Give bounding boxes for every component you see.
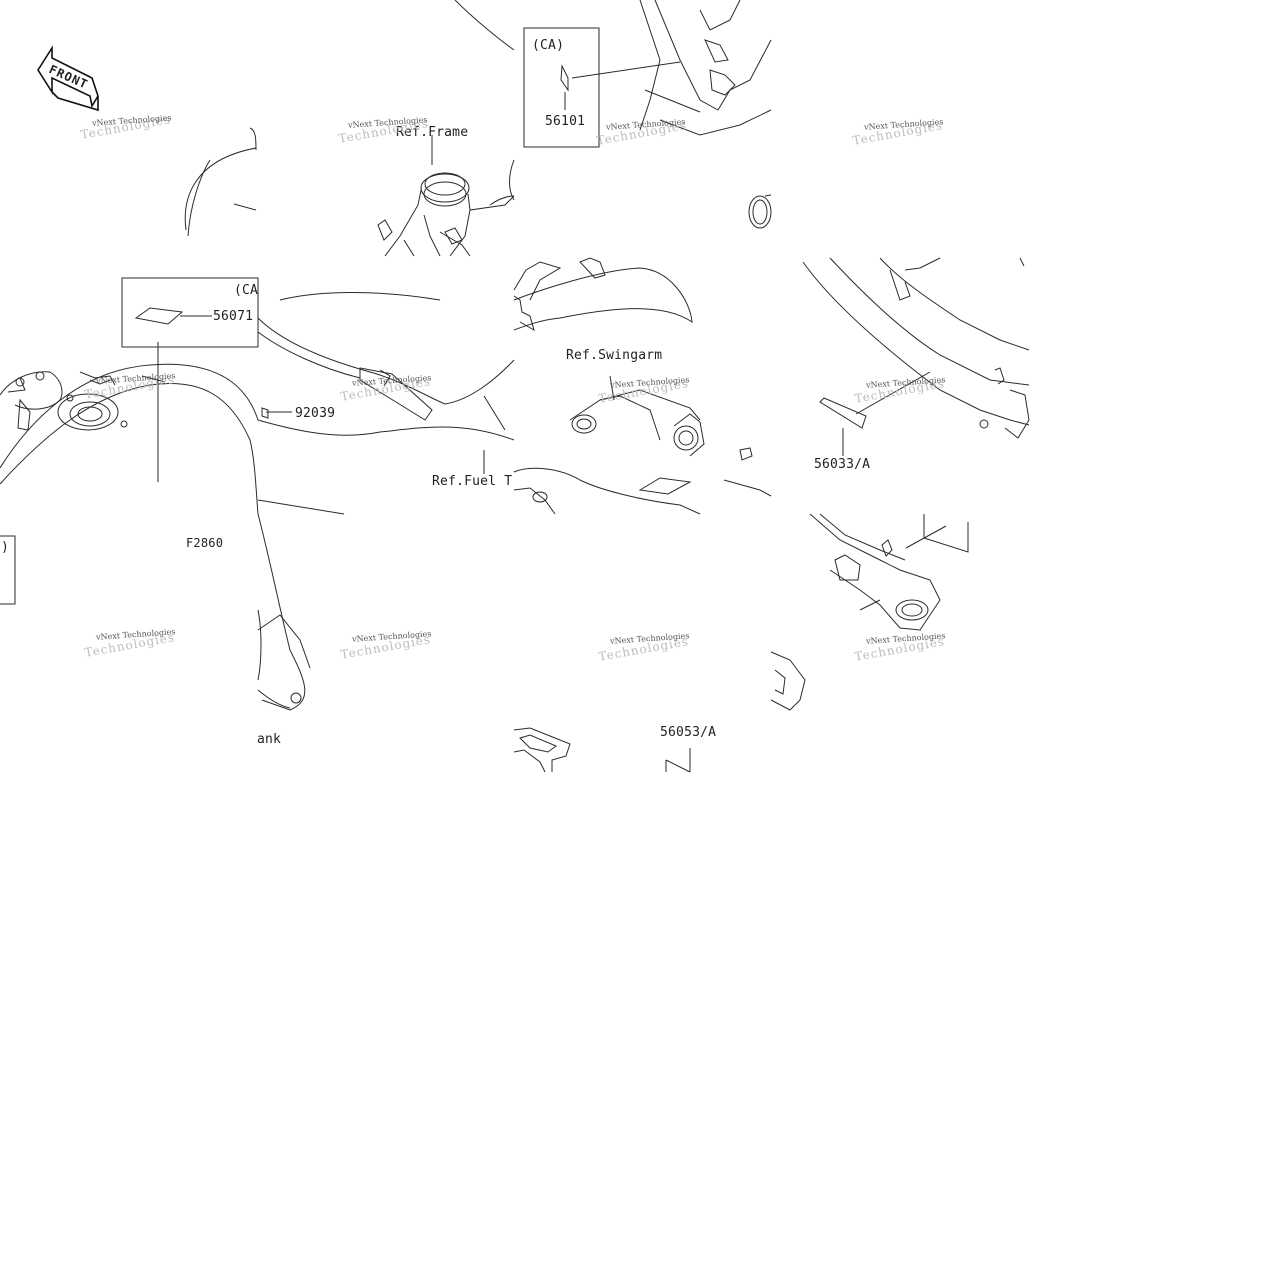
fuel-tank-side xyxy=(257,292,515,515)
fuel-tank-top xyxy=(0,277,259,515)
ca-label-top: (CA) xyxy=(532,38,565,53)
part-number-56071: 56071 xyxy=(213,309,254,324)
frame-rear-top xyxy=(454,0,772,229)
diagram-code: F2860 xyxy=(186,536,224,550)
part-number-56033a: 56033/A xyxy=(814,457,871,472)
part-number-56101: 56101 xyxy=(545,114,586,129)
ref-fuel-tank-label: Ref.Fuel T xyxy=(432,474,513,489)
swingarm-rear xyxy=(770,513,969,711)
ref-swingarm-label: Ref.Swingarm xyxy=(566,348,663,363)
fuel-tank-bottom xyxy=(0,535,16,605)
swingarm-front xyxy=(513,257,772,515)
rear-bracket xyxy=(513,727,691,773)
frame-steering-head xyxy=(377,135,515,257)
front-arrow-icon xyxy=(37,45,99,112)
part-number-92039: 92039 xyxy=(295,406,336,421)
ank-fragment: ank xyxy=(257,732,282,747)
ca-label-left: (CA xyxy=(234,283,259,298)
ref-frame-label: Ref.Frame xyxy=(396,125,469,140)
paren-fragment: ) xyxy=(1,540,10,555)
fuel-tank-rear xyxy=(257,513,311,711)
fuel-tank-outline-top xyxy=(184,127,257,237)
swingarm-right xyxy=(802,257,1030,456)
part-number-56053a: 56053/A xyxy=(660,725,717,740)
